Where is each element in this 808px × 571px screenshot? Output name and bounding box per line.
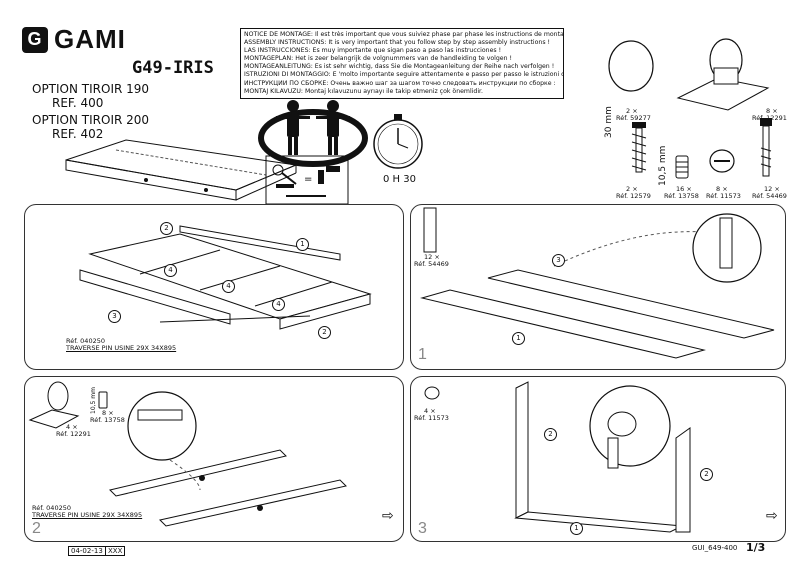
step2-dim: 10,5 mm bbox=[90, 387, 97, 414]
notice-line: MONTAGEPLAN: Het is zeer belangrijk de v… bbox=[244, 55, 512, 63]
callout-4: 4 bbox=[164, 264, 177, 277]
dimension-10-5mm: 10,5 mm bbox=[658, 145, 668, 186]
step-1-number: 1 bbox=[418, 346, 427, 363]
option-2-ref: REF. 402 bbox=[52, 127, 104, 141]
next-step-arrow-icon: ⇨ bbox=[766, 508, 778, 524]
notice-line: ASSEMBLY INSTRUCTIONS: It is very import… bbox=[244, 39, 551, 47]
cam-bolt-icon bbox=[760, 118, 772, 177]
step3-qty: 4 × bbox=[424, 407, 436, 415]
panel-step-1 bbox=[410, 204, 786, 370]
option-1-title: OPTION TIROIR 190 bbox=[32, 82, 150, 96]
step3-frame-illustration bbox=[514, 381, 691, 533]
step2-traverse-label: TRAVERSE PIN USINE 29X 34X895 bbox=[32, 511, 143, 519]
dowel-icon bbox=[675, 155, 689, 179]
gami-logo-icon: G bbox=[22, 26, 48, 53]
step2-ref1: Réf. 12291 bbox=[56, 430, 91, 438]
page-number: 1/3 bbox=[746, 541, 766, 554]
cap-part-icon bbox=[608, 40, 654, 92]
part-qty: 16 × bbox=[676, 185, 692, 193]
callout-3: 3 bbox=[552, 254, 565, 267]
step1-label: TRAVERSE PIN USINE 29X 34X895 bbox=[66, 344, 177, 352]
cam-lock-icon bbox=[709, 149, 735, 173]
part-qty: 8 × bbox=[766, 107, 778, 115]
option-2-title: OPTION TIROIR 200 bbox=[32, 113, 150, 127]
step2-qty1: 4 × bbox=[66, 423, 78, 431]
step2-ref2: Réf. 13758 bbox=[90, 416, 125, 424]
notice-line: NOTICE DE MONTAGE: Il est très important… bbox=[244, 31, 564, 38]
part-ref: Réf. 12579 bbox=[616, 192, 651, 200]
document-code: GUI_649-400 bbox=[692, 544, 738, 552]
screw-icon bbox=[631, 122, 647, 173]
callout-1: 1 bbox=[512, 332, 525, 345]
step-right-ref: Réf. 54469 bbox=[414, 260, 449, 268]
assembly-notice: NOTICE DE MONTAGE: Il est très important… bbox=[240, 28, 564, 99]
exploded-drawer-illustration bbox=[79, 225, 372, 330]
brand-name: GAMI bbox=[54, 24, 126, 54]
part-ref: Réf. 11573 bbox=[706, 192, 741, 200]
part-qty: 8 × bbox=[716, 185, 728, 193]
step2-traverse-ref: Réf. 040250 bbox=[32, 504, 71, 512]
panel-overview bbox=[24, 204, 404, 370]
step2-traverse-illustration bbox=[109, 391, 347, 527]
callout-4: 4 bbox=[222, 280, 235, 293]
notice-line: ИНСТРУКЦИИ ПО СБОРКЕ: Очень важно шаг за… bbox=[244, 79, 556, 87]
callout-4: 4 bbox=[272, 298, 285, 311]
callout-2: 2 bbox=[160, 222, 173, 235]
stopwatch-icon bbox=[373, 114, 423, 169]
option-1-ref: REF. 400 bbox=[52, 96, 104, 110]
model-name: G49-IRIS bbox=[132, 58, 214, 78]
step-right-qty: 12 × bbox=[424, 253, 440, 261]
cam-lock-icon bbox=[424, 386, 440, 400]
next-step-arrow-icon: ⇨ bbox=[382, 508, 394, 524]
footer-date-text: 04-02-13 bbox=[71, 547, 103, 555]
step-3-number: 3 bbox=[418, 520, 427, 537]
callout-3: 3 bbox=[108, 310, 121, 323]
callout-2: 2 bbox=[318, 326, 331, 339]
tools-required-icon: = bbox=[265, 155, 349, 205]
part-ref: Réf. 54469 bbox=[752, 192, 787, 200]
footer-mark: XXX bbox=[105, 547, 123, 555]
notice-line: LAS INSTRUCCIONES: Es muy importante que… bbox=[244, 47, 502, 55]
dowel-icon bbox=[98, 391, 108, 409]
svg-text:=: = bbox=[304, 174, 312, 185]
panel-step-2 bbox=[24, 376, 404, 542]
part-ref: Réf. 13758 bbox=[664, 192, 699, 200]
part-ref: Réf. 59277 bbox=[616, 114, 651, 122]
step1-rails-illustration bbox=[420, 207, 775, 359]
part-qty: 2 × bbox=[626, 107, 638, 115]
brand-logo: G GAMI bbox=[22, 24, 126, 55]
step1-ref: Réf. 040250 bbox=[66, 337, 105, 345]
part-qty: 2 × bbox=[626, 185, 638, 193]
step-2-number: 2 bbox=[32, 520, 41, 537]
panel-step-3 bbox=[410, 376, 786, 542]
two-persons-icon bbox=[258, 100, 368, 167]
notice-line: ISTRUZIONI DI MONTAGGIO: E 'molto import… bbox=[244, 71, 563, 79]
callout-1: 1 bbox=[570, 522, 583, 535]
notice-line: MONTAJ KILAVUZU: Montaj kılavuzunu ayrıa… bbox=[244, 87, 483, 95]
notice-line: MONTAGEANLEITUNG: Es ist sehr wichtig, d… bbox=[244, 63, 555, 71]
caster-wheel-icon bbox=[28, 381, 80, 429]
dimension-30mm: 30 mm bbox=[604, 106, 614, 138]
callout-1: 1 bbox=[296, 238, 309, 251]
callout-2: 2 bbox=[700, 468, 713, 481]
callout-2: 2 bbox=[544, 428, 557, 441]
caster-wheel-icon bbox=[676, 38, 770, 111]
assembly-time: 0 H 30 bbox=[383, 174, 416, 185]
step2-qty2: 8 × bbox=[102, 409, 114, 417]
footer-date: 04-02-13 XXX bbox=[68, 546, 126, 556]
part-qty: 12 × bbox=[764, 185, 780, 193]
step3-ref: Réf. 11573 bbox=[414, 414, 449, 422]
